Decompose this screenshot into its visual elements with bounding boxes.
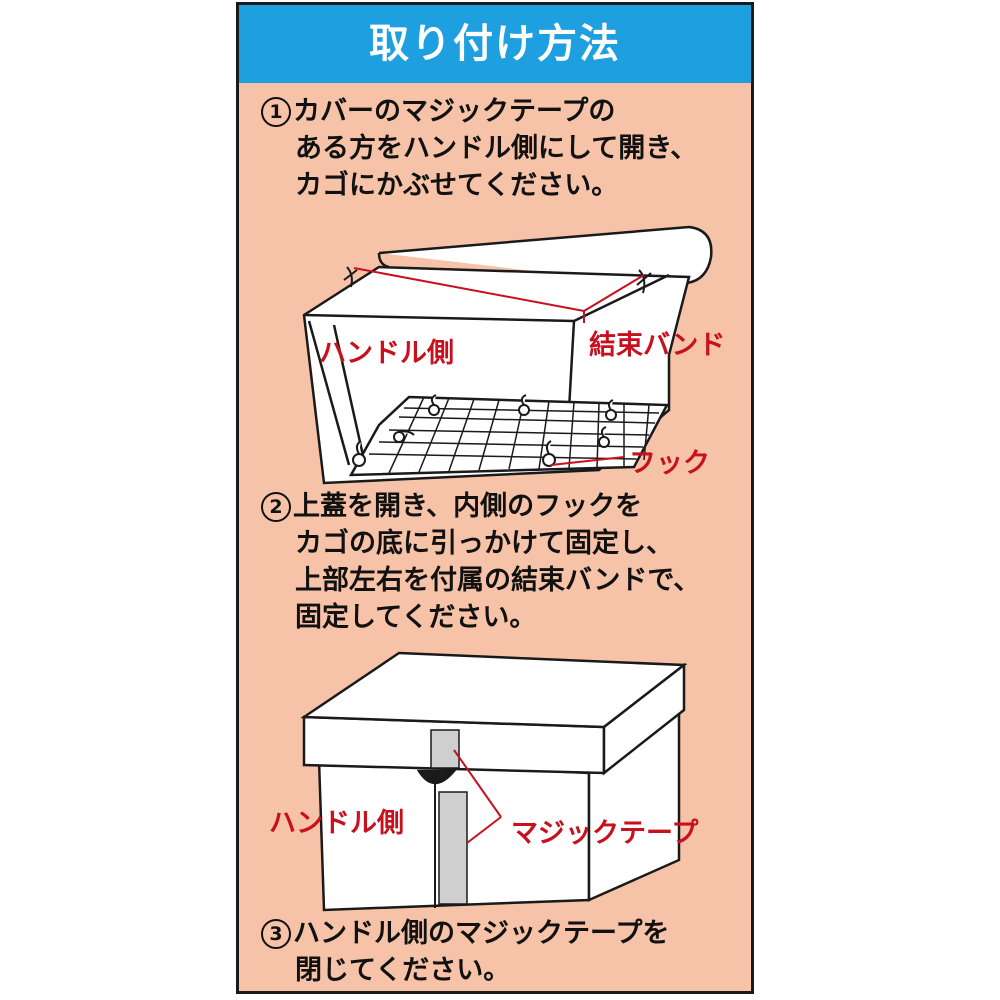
page-title: 取り付け方法: [369, 21, 621, 67]
leader-cable-tie-1: [353, 267, 585, 312]
label-cable-tie: 結束バンド: [589, 330, 726, 361]
label-handle-side-2: ハンドル側: [269, 808, 404, 839]
basket-grid: [348, 395, 670, 477]
step-1-line-3: カゴにかぶせてください。: [295, 170, 619, 201]
velcro-strip-bottom: [438, 791, 468, 905]
step-number-3: 3: [261, 919, 291, 949]
step-3-line-2: 閉じてください。: [295, 955, 511, 986]
label-velcro: マジックテープ: [511, 818, 699, 849]
rolled-lid: [378, 225, 713, 287]
title-bar: 取り付け方法: [239, 5, 751, 83]
handle-notch: [416, 769, 457, 785]
velcro-strip-top: [430, 729, 460, 769]
leader-velcro-1: [453, 749, 502, 818]
step-2-line-3: 上部左右を付属の結束バンドで、: [295, 565, 701, 596]
diagram-cover-open: [302, 225, 713, 485]
step-2-line-4: 固定してください。: [295, 602, 537, 633]
step-2-line-2: カゴの底に引っかけて固定し、: [295, 528, 673, 559]
diagram-cover-closed: [300, 651, 688, 912]
hook-icons: [352, 394, 617, 467]
leader-hook: [550, 456, 625, 466]
label-hook: フック: [629, 448, 710, 479]
cover-lid-side: [602, 662, 686, 776]
cable-tie-icons: [343, 266, 652, 294]
step-number-1: 1: [261, 97, 291, 127]
step-number-2: 2: [261, 492, 291, 522]
leader-cable-tie-2: [583, 274, 645, 312]
step-1-line-2: ある方をハンドル側にして開き、: [295, 133, 698, 164]
leader-velcro-2: [466, 816, 502, 844]
label-handle-side-1: ハンドル側: [319, 338, 454, 369]
